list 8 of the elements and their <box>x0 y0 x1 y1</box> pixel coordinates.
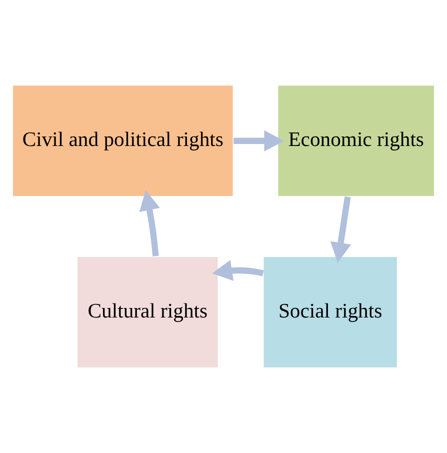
node-box: Civil and political rights <box>12 84 234 198</box>
arrow <box>139 190 160 256</box>
node-box: Economic rights <box>277 84 436 198</box>
arrow <box>330 196 352 263</box>
node-box: Cultural rights <box>76 256 219 368</box>
node-box: Social rights <box>262 256 398 368</box>
arrow <box>234 130 284 152</box>
arrow <box>212 260 264 281</box>
